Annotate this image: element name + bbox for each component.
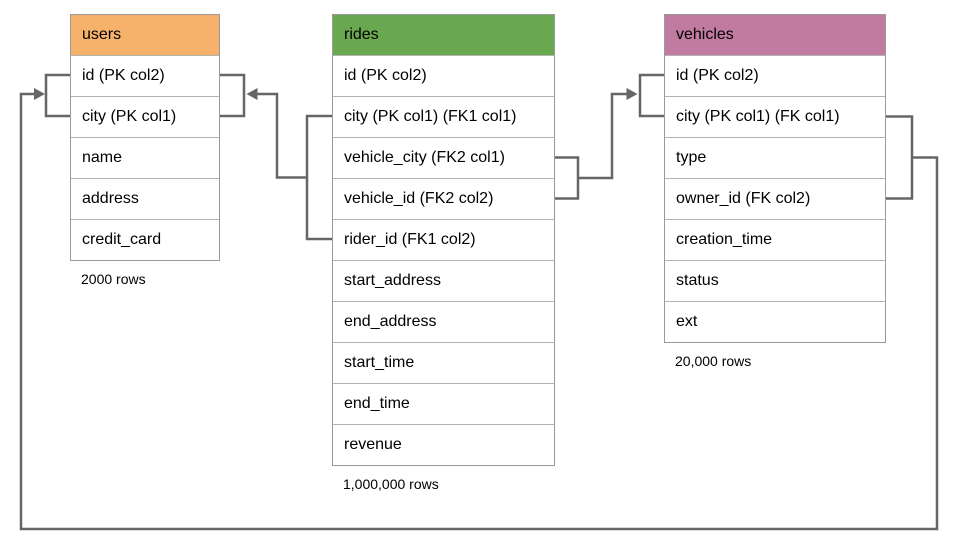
table-row: ext (665, 301, 885, 342)
table-row: type (665, 137, 885, 178)
table-vehicles-header: vehicles (665, 15, 885, 55)
table-row: id (PK col2) (665, 55, 885, 96)
table-rides-header: rides (333, 15, 554, 55)
table-row: city (PK col1) (FK1 col1) (333, 96, 554, 137)
table-row: owner_id (FK col2) (665, 178, 885, 219)
table-row: end_time (333, 383, 554, 424)
table-users: users id (PK col2) city (PK col1) name a… (70, 14, 220, 287)
table-row: id (PK col2) (333, 55, 554, 96)
fk2-arrowhead-icon (626, 88, 638, 100)
row-count-label: 20,000 rows (675, 353, 752, 369)
fk1-arrowhead-icon (246, 88, 258, 100)
table-row: name (71, 137, 219, 178)
table-row: start_address (333, 260, 554, 301)
table-row: vehicle_city (FK2 col1) (333, 137, 554, 178)
table-row: revenue (333, 424, 554, 465)
table-row: vehicle_id (FK2 col2) (333, 178, 554, 219)
table-row: id (PK col2) (71, 55, 219, 96)
fk1-link-line (256, 92, 307, 179)
fk-arrowhead-icon (34, 88, 45, 100)
table-rides: rides id (PK col2) city (PK col1) (FK1 c… (332, 14, 555, 492)
row-count-label: 1,000,000 rows (343, 476, 439, 492)
users-left-bracket (44, 73, 70, 118)
table-row: city (PK col1) (FK col1) (665, 96, 885, 137)
table-row: address (71, 178, 219, 219)
table-row: city (PK col1) (71, 96, 219, 137)
table-row: creation_time (665, 219, 885, 260)
table-row: credit_card (71, 219, 219, 260)
table-users-header: users (71, 15, 219, 55)
vehicles-left-bracket (638, 73, 664, 118)
table-row: rider_id (FK1 col2) (333, 219, 554, 260)
row-count-label: 2000 rows (81, 271, 146, 287)
rides-right-bracket (555, 156, 580, 200)
users-right-bracket (220, 73, 246, 118)
vehicles-right-bracket (886, 115, 914, 200)
fk2-link-line (578, 92, 628, 180)
rides-left-bracket (305, 114, 332, 241)
table-row: end_address (333, 301, 554, 342)
table-vehicles: vehicles id (PK col2) city (PK col1) (FK… (664, 14, 886, 369)
table-row: start_time (333, 342, 554, 383)
table-row: status (665, 260, 885, 301)
